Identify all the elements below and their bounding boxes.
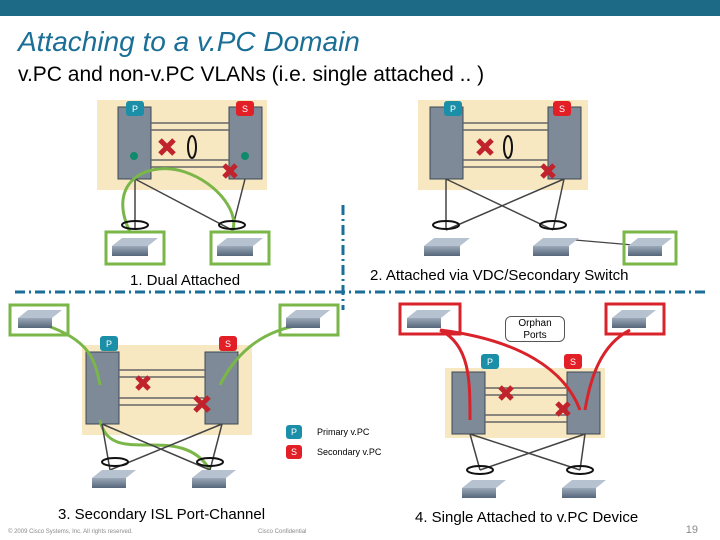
svg-text:P: P [291, 427, 297, 437]
orphan-port-link [439, 328, 582, 411]
caption-dual-attached: 1. Dual Attached [130, 272, 241, 289]
access-switch [217, 238, 263, 246]
access-switch-highlight [278, 303, 340, 337]
orphan-switch-highlight [604, 302, 666, 336]
badge-secondary [236, 101, 254, 116]
badge-secondary [564, 354, 582, 369]
link-failure-icon [135, 375, 151, 391]
caption-vdc-secondary: 2. Attached via VDC/Secondary Switch [370, 267, 629, 284]
access-switch [424, 238, 470, 246]
footer-confidential: Cisco Confidential [258, 529, 307, 535]
access-switch [112, 238, 158, 246]
nexus-chassis-primary [429, 106, 464, 180]
badge-secondary [219, 336, 237, 351]
access-switch [628, 238, 672, 246]
access-switch-highlight [8, 303, 70, 337]
access-switch [407, 310, 451, 318]
link-failure-icon [476, 138, 494, 156]
orphan-switch-highlight [398, 302, 462, 336]
access-switch [462, 480, 506, 488]
single-attached-link [121, 167, 236, 233]
nexus-chassis-secondary [566, 371, 601, 435]
access-switch [286, 310, 330, 318]
svg-text:P: P [132, 104, 138, 114]
quadrant-4-diagram: P S [398, 302, 666, 498]
legend-secondary-label: Secondary v.PC [317, 447, 382, 457]
access-switch [612, 310, 656, 318]
svg-text:S: S [225, 339, 231, 349]
quadrant-2-diagram: P S [418, 100, 678, 266]
svg-text:S: S [291, 447, 297, 457]
peer-link-portchannel [187, 135, 197, 159]
access-switch-highlight [209, 230, 271, 266]
link-failure-icon [540, 163, 556, 179]
quadrant-3-diagram: P S [8, 303, 340, 488]
svg-text:S: S [570, 357, 576, 367]
nexus-chassis-primary [85, 351, 120, 425]
access-switch [192, 470, 236, 478]
legend-badge-secondary [286, 445, 302, 459]
svg-text:S: S [242, 104, 248, 114]
slide-subtitle: v.PC and non-v.PC VLANs (i.e. single att… [18, 63, 485, 86]
link-failure-icon [498, 385, 514, 401]
single-attached-link [98, 419, 212, 471]
badge-primary [100, 336, 118, 351]
badge-primary [126, 101, 144, 116]
svg-text:S: S [559, 104, 565, 114]
badge-primary [444, 101, 462, 116]
legend-badge-primary [286, 425, 302, 439]
svg-text:P: P [106, 339, 112, 349]
peer-link-portchannel [503, 135, 513, 159]
badge-primary [481, 354, 499, 369]
caption-secondary-isl: 3. Secondary ISL Port-Channel [58, 506, 266, 523]
footer-copyright: © 2009 Cisco Systems, Inc. All rights re… [8, 529, 133, 535]
nexus-chassis-primary [117, 106, 152, 180]
access-switch [92, 470, 136, 478]
link-failure-icon [158, 138, 176, 156]
header-bar [0, 0, 720, 16]
link-failure-icon [222, 163, 238, 179]
legend-primary-label: Primary v.PC [317, 427, 370, 437]
single-attached-link [44, 323, 102, 386]
link-failure-icon [555, 401, 571, 417]
access-switch-highlight [622, 230, 678, 266]
access-switch [562, 480, 606, 488]
quadrant-1-diagram: P S [97, 100, 271, 266]
link-failure-icon [193, 395, 211, 413]
orphan-label-line1: Orphan [518, 318, 552, 329]
svg-text:P: P [487, 357, 493, 367]
access-switch [18, 310, 62, 318]
page-number: 19 [685, 524, 698, 536]
access-switch [533, 238, 579, 246]
caption-single-attached: 4. Single Attached to v.PC Device [415, 509, 639, 526]
badge-secondary [553, 101, 571, 116]
slide-title: Attaching to a v.PC Domain [18, 26, 360, 57]
orphan-ports-callout: Orphan Ports [505, 316, 565, 342]
orphan-label-line2: Ports [523, 330, 547, 341]
access-switch-highlight [104, 230, 166, 266]
svg-text:P: P [450, 104, 456, 114]
